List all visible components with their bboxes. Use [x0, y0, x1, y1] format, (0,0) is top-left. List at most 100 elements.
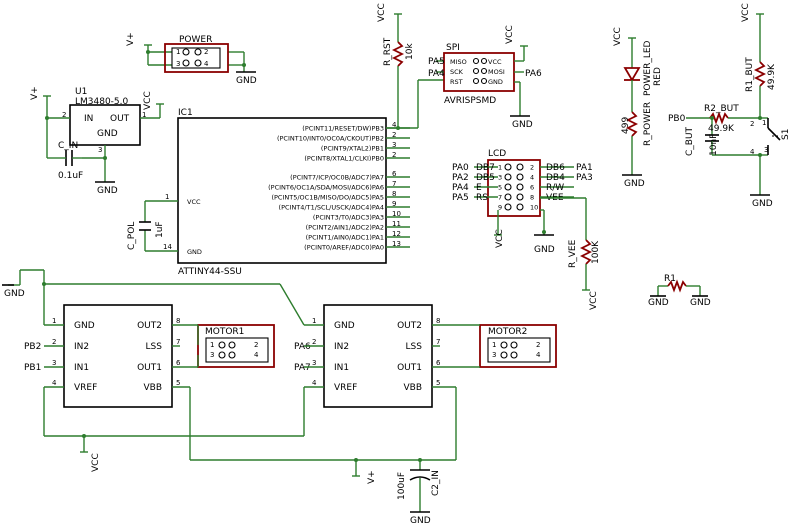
- svg-text:RST: RST: [450, 78, 463, 86]
- lcd-left-net: PA2: [452, 173, 469, 183]
- spi-header: SPI AVRISPSMD MISO SCK RST VCC MOSI GND …: [428, 25, 542, 130]
- svg-text:MISO: MISO: [450, 58, 467, 66]
- ic1-pin-name: (PCINT10/INT0/OC0A/CKOUT)PB2: [277, 135, 384, 143]
- ic1-pin-name: (PCINT5/OC1B/MISO/DO/ADC5)PA5: [271, 194, 384, 202]
- ic1-vcc: VCC: [187, 198, 201, 206]
- lcd-pin-num: 1: [498, 164, 502, 172]
- driver-pin-num: 8: [176, 317, 180, 325]
- r2-but-value: 49.9K: [708, 124, 735, 134]
- lcd-pin-hole: [516, 163, 524, 171]
- r-vee-vcc: VCC: [589, 291, 599, 310]
- capacitor-c2-in: 100uF C2_IN GND: [397, 460, 441, 526]
- driver-pin-num: 2: [52, 338, 56, 346]
- drv-gnd-label: GND: [4, 289, 25, 299]
- driver-pin-num: 5: [176, 379, 180, 387]
- lcd-gnd: GND: [534, 245, 555, 255]
- u1-in: IN: [84, 114, 93, 124]
- driver-pin-num: 2: [312, 338, 316, 346]
- svg-text:2: 2: [750, 120, 754, 128]
- u1-vcc-label: VCC: [143, 91, 153, 110]
- c2-in-ref: C2_IN: [431, 470, 441, 496]
- lcd-pin-hole: [516, 183, 524, 191]
- motor2-header: MOTOR2 1 2 3 4: [479, 324, 557, 368]
- lcd-left-label: E: [476, 183, 482, 193]
- lcd-pin-hole: [516, 193, 524, 201]
- spi-gnd: GND: [512, 120, 533, 130]
- svg-text:4: 4: [536, 351, 541, 359]
- power-gnd-label: GND: [236, 76, 257, 86]
- svg-text:1: 1: [210, 341, 214, 349]
- lcd-left-label: DB7: [476, 163, 495, 173]
- power-pin2: 2: [204, 48, 208, 56]
- capacitor-c-pol: C_POL 1uF: [127, 201, 165, 251]
- but-gnd: GND: [752, 199, 773, 209]
- driver-pin-num: 7: [176, 338, 180, 346]
- lcd-pin-num: 2: [530, 164, 534, 172]
- driver-pin-num: 3: [52, 359, 56, 367]
- c2-in-gnd: GND: [410, 516, 431, 526]
- ic1-pin-num: 6: [392, 170, 397, 178]
- ic1-pin-num: 2: [392, 131, 396, 139]
- svg-text:1: 1: [492, 341, 496, 349]
- motor1-header: MOTOR1 1 2 3 4: [197, 324, 275, 368]
- r-rst-vcc: VCC: [377, 3, 387, 22]
- r1-gnd-right: GND: [690, 298, 711, 308]
- drv-vplus-label: V+: [367, 470, 377, 484]
- r2-but-ref: R2_BUT: [704, 104, 739, 114]
- driver-pin-num: 6: [176, 359, 181, 367]
- button-circuit: PB0 R2_BUT 49.9K C_BUT 10nF 1 2 3 4 S1 R…: [668, 3, 791, 209]
- driver-wiring: GND VCC V+: [2, 269, 480, 484]
- driver-pin-out2: OUT2: [137, 321, 162, 331]
- ic1-pin-num: 10: [392, 210, 401, 218]
- driver-in1-net: PB1: [24, 363, 41, 373]
- svg-text:4: 4: [750, 148, 755, 156]
- u1-out: OUT: [110, 114, 130, 124]
- lcd-pin-hole: [504, 173, 512, 181]
- lcd-pin-hole: [504, 193, 512, 201]
- svg-text:2: 2: [62, 111, 66, 119]
- svg-text:14: 14: [163, 243, 172, 251]
- ic1-pin-num: 4: [392, 121, 397, 129]
- led-ref: POWER_LED: [643, 40, 653, 96]
- lcd-left-label: RS: [476, 193, 488, 203]
- lcd-pin-num: 9: [498, 204, 502, 212]
- regulator-u1: U1 LM3480-5.0 IN OUT GND 2 1 3 V+ VCC GN…: [30, 86, 164, 196]
- lcd-left-net: PA0: [452, 163, 469, 173]
- power-vplus-label: V+: [126, 32, 136, 46]
- ic1-pin-name: (PCINT7/ICP/OC0B/ADC7)PA7: [290, 174, 384, 182]
- power-led: VCC POWER_LED RED 499 R_POWER GND: [613, 27, 663, 189]
- led-gnd: GND: [624, 179, 645, 189]
- spi-ref: SPI: [446, 43, 460, 53]
- lcd-pin-num: 5: [498, 184, 502, 192]
- svg-text:1: 1: [762, 119, 766, 127]
- spi-pa4: PA4: [428, 69, 445, 79]
- c-pol-value: 1uF: [155, 221, 165, 238]
- c-in-ref: C_IN: [58, 141, 78, 151]
- svg-text:SCK: SCK: [450, 68, 464, 76]
- ic1-pin-num: 3: [392, 141, 396, 149]
- driver-pin-lss: LSS: [406, 342, 423, 352]
- ic1-pin-num: 13: [392, 240, 401, 248]
- lcd-pin-num: 10: [530, 204, 538, 212]
- driver-pin-in1: IN1: [74, 363, 89, 373]
- spi-pa6: PA6: [525, 69, 542, 79]
- r1-ref: R1: [664, 274, 676, 284]
- driver-in2-net: PA6: [294, 342, 311, 352]
- ic1-pin-num: 7: [392, 180, 396, 188]
- u1-value: LM3480-5.0: [75, 97, 129, 107]
- power-pin4: 4: [204, 60, 209, 68]
- microcontroller-ic1: IC1 ATTINY44-SSU VCC GND 1 14 (PCINT11/R…: [145, 108, 410, 277]
- ic1-pin-num: 9: [392, 200, 396, 208]
- r1-gnd-left: GND: [648, 298, 669, 308]
- driver-pin-out1: OUT1: [397, 363, 422, 373]
- driver-pin-vbb: VBB: [403, 383, 422, 393]
- ic1-pin-name: (PCINT8/XTAL1/CLKI)PB0: [304, 155, 384, 163]
- driver-pin-in2: IN2: [74, 342, 89, 352]
- u1-gnd-label: GND: [97, 186, 118, 196]
- s1-ref: S1: [781, 129, 791, 140]
- but-vcc: VCC: [741, 3, 751, 22]
